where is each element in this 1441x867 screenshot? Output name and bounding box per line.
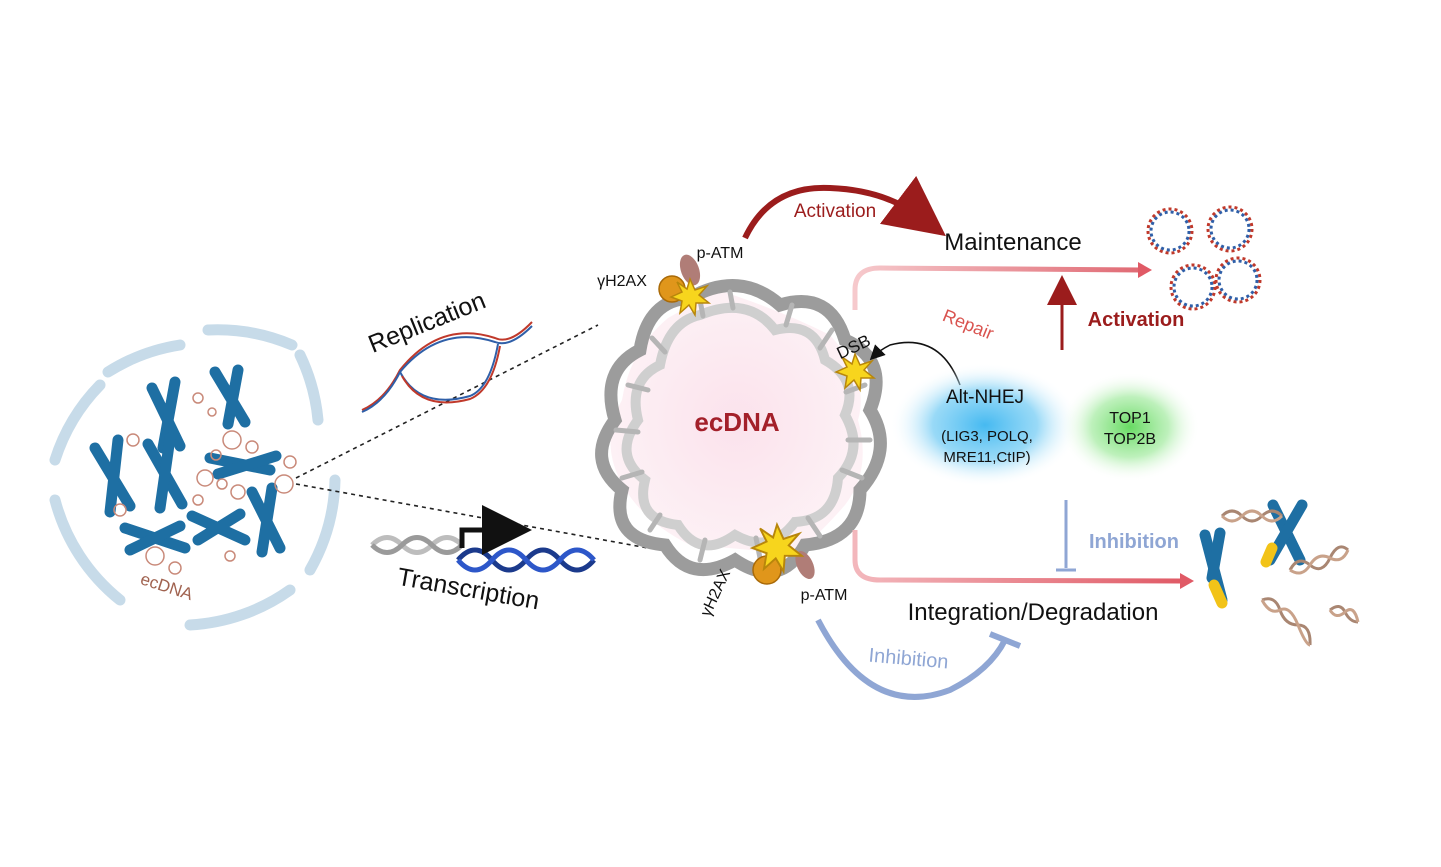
chromosome-icon [204,450,282,480]
ecdna-circle-icon [1206,205,1254,253]
nucleus: ecDNA [49,324,341,631]
ecdna-circle [192,494,204,506]
patm-protein-icon [795,550,815,580]
ecdna-circle [230,484,246,500]
maintenance-label: Maintenance [944,229,1081,256]
maintenance-arrowhead [1138,262,1152,278]
maintained-ecdna-group [1146,205,1262,311]
inhibition-bottom-curve [815,618,1008,700]
activation-top-arrow [742,175,946,240]
ecdna-central: ecDNA p-ATM γH2AX p-ATM γH2AX DSB [595,245,887,619]
ecdna-circle [145,546,165,566]
ecdna-body [610,290,863,555]
ecdna-circle-icon [1214,256,1262,304]
integration-group [1199,499,1360,647]
zoom-line-bottom [295,483,649,549]
alt-nhej-glow [890,363,1080,487]
dna-fragment-icon [1261,597,1312,646]
repair-arrow [869,341,961,386]
ecdna-circle [274,474,294,494]
dna-fragment-icon [1220,509,1284,523]
chromosome-icon [89,434,136,518]
top-line2: TOP2B [1104,431,1156,448]
integration-branch-line [852,530,1183,584]
ecdna-circle [196,469,214,487]
chromosome-icon [186,508,251,546]
ecdna-circle [126,433,140,447]
chromosome-integrated-icon [1260,499,1308,568]
dna-fragment-icon [1288,545,1350,571]
top-line1: TOP1 [1109,410,1151,427]
top-patm-label: p-ATM [697,245,744,262]
nuclear-envelope-segment [184,584,296,631]
nuclear-envelope-segment [102,339,186,378]
activation-right-label: Activation [1088,309,1185,331]
bottom-patm-label: p-ATM [801,587,848,604]
nuclear-envelope-segment [294,349,324,426]
ecdna-circle [222,430,242,450]
replication-group: Replication [361,286,533,413]
integration-arrowhead [1180,573,1194,589]
alt-nhej-line1: (LIG3, POLQ, [941,428,1033,445]
nucleus-ecdna-label: ecDNA [138,569,196,604]
inhibition-bottom-label: Inhibition [868,645,950,674]
maintenance-branch-line [852,265,1141,310]
inhibition-right-label: Inhibition [1089,531,1179,553]
transcription-start-arrow-icon [459,505,532,555]
ecdna-circle [168,561,182,575]
ecdna-circle [210,449,222,461]
patm-protein-icon [679,254,701,286]
inhibition-bottom-bar [988,631,1022,649]
activation-top-label: Activation [794,201,876,222]
repair-label: Repair [940,305,997,343]
chromosome-icon [142,432,188,514]
nuclear-envelope-segment [304,474,341,576]
chromosome-icon [246,482,286,558]
ecdna-circle [113,503,127,517]
transcription-group: Transcription [370,505,596,615]
nuclear-envelope-segment [49,379,106,466]
ecdna-circle [283,455,297,469]
degraded-dna-fragments [1220,509,1360,647]
replication-bubble-icon [361,321,533,413]
ecdna-circle [192,392,204,404]
nuclear-envelope-segment [49,494,126,606]
ecdna-title: ecDNA [694,407,779,437]
chromosome-integrated-icon [1199,527,1228,609]
alt-nhej-line2: MRE11,CtIP) [943,449,1030,466]
ecdna-circle [216,478,228,490]
ecdna-circle-icon [1169,263,1217,311]
integration-label: Integration/Degradation [908,599,1159,626]
chromosome-icon [209,364,251,430]
ecdna-circle [207,407,217,417]
top-glow [1060,372,1200,482]
nuclear-envelope-segment [202,324,298,351]
alt-nhej-title: Alt-NHEJ [946,387,1024,408]
ecdna-circle-icon [1146,207,1194,255]
top-gh2ax-label: γH2AX [597,273,647,290]
ecdna-circle [224,550,236,562]
ecdna-circle [245,440,259,454]
chromosome-icon [119,520,191,556]
